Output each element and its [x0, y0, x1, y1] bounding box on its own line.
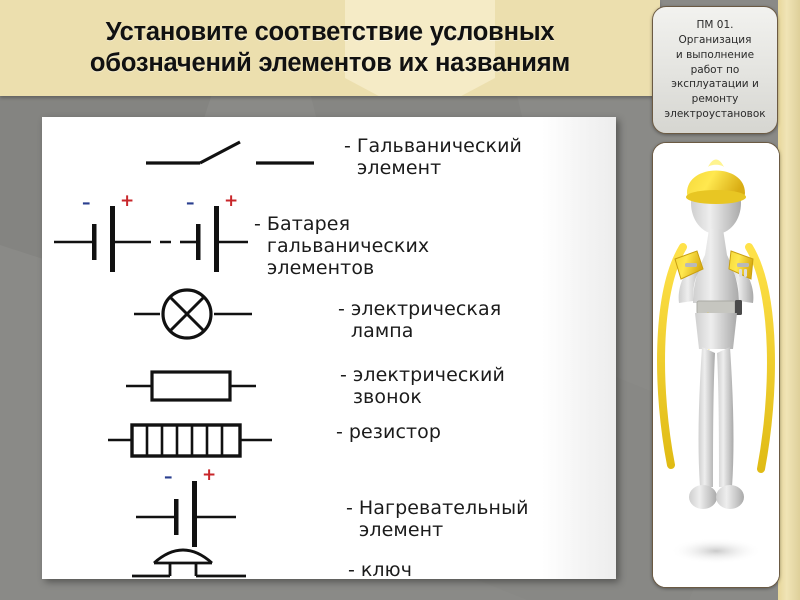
table-row: – + – + - Батарея гальванических элемент…	[42, 187, 616, 283]
symbol-label: Гальванический элемент	[356, 135, 522, 180]
minus-sign: –	[82, 193, 91, 213]
page-title: Установите соответствие условных обознач…	[20, 17, 640, 79]
table-row: - электрическая лампа	[42, 280, 616, 354]
symbol-label: ключ	[360, 559, 413, 579]
table-row: - резистор	[42, 409, 616, 469]
push-button-symbol	[126, 541, 348, 579]
symbols-table-card: - Гальванический элемент	[42, 117, 616, 579]
open-switch-symbol	[128, 131, 344, 177]
battery-of-cells-symbol: – + – +	[48, 193, 254, 277]
row-dash: -	[338, 298, 345, 320]
row-dash: -	[346, 497, 353, 519]
plus-sign: +	[120, 191, 135, 211]
coil-heating-element-symbol	[104, 417, 336, 463]
symbol-label: Батарея гальванических элементов	[266, 213, 430, 280]
worker-with-hard-hat-and-cables	[653, 143, 779, 587]
row-dash: -	[336, 421, 343, 443]
symbol-label: резистор	[348, 421, 442, 443]
lamp-symbol	[124, 284, 338, 342]
symbol-label: Нагревательный элемент	[358, 497, 529, 542]
sidebar-accent-strip	[778, 0, 800, 600]
table-row: - ключ	[42, 541, 616, 579]
table-row: - Гальванический элемент	[42, 117, 616, 189]
row-dash: -	[254, 213, 261, 235]
table-row: – + - Нагревательный элемент	[42, 465, 616, 549]
page-title-line-2: обозначений элементов их названиям	[89, 49, 571, 77]
row-dash: -	[340, 364, 347, 386]
galvanic-cell-symbol: – +	[130, 467, 346, 551]
plus-sign: +	[202, 465, 217, 485]
page-title-line-1: Установите соответствие условных	[105, 17, 555, 46]
symbol-label: электрический звонок	[352, 364, 505, 409]
module-info-text: ПМ 01. Организация и выполнение работ по…	[664, 18, 766, 121]
minus-sign: –	[186, 193, 195, 213]
symbols-list: - Гальванический элемент	[42, 117, 616, 579]
right-sidebar: ПМ 01. Организация и выполнение работ по…	[640, 0, 800, 600]
worker-photo-panel	[652, 142, 780, 588]
minus-sign: –	[164, 467, 173, 487]
plus-sign: +	[224, 191, 239, 211]
module-info-panel: ПМ 01. Организация и выполнение работ по…	[652, 6, 778, 134]
row-dash: -	[348, 559, 355, 579]
row-dash: -	[344, 135, 351, 157]
rectangle-element-symbol	[120, 364, 340, 408]
symbol-label: электрическая лампа	[350, 298, 502, 343]
slide-header: Установите соответствие условных обознач…	[0, 0, 660, 96]
